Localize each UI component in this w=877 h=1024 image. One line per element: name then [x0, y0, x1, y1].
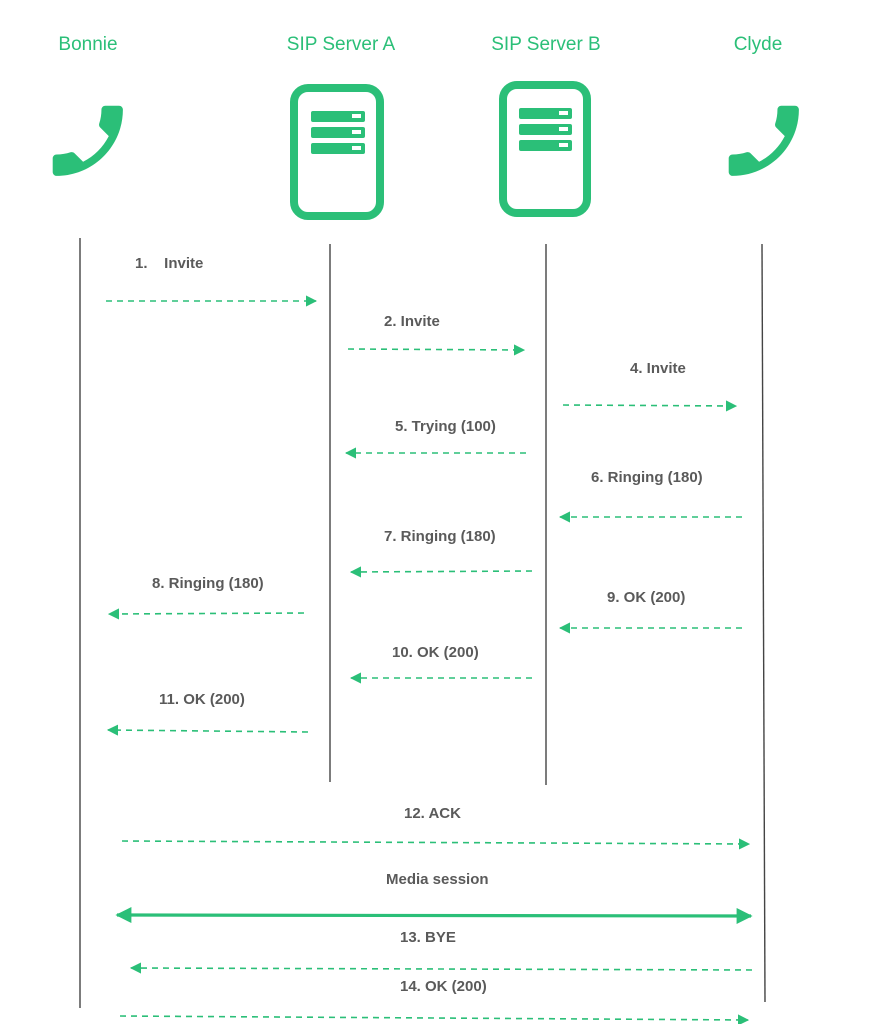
phone-icon	[52, 105, 123, 176]
phone-icon	[728, 105, 799, 176]
server-icon	[290, 84, 384, 220]
message-label-10: 10. OK (200)	[392, 644, 479, 661]
message-label-2: 2. Invite	[384, 313, 440, 330]
message-arrow-7	[349, 566, 533, 578]
message-label-5: 5. Trying (100)	[395, 418, 496, 435]
media-session-arrow	[115, 907, 753, 924]
message-label-8: 8. Ringing (180)	[152, 575, 264, 592]
message-arrow-2	[347, 344, 526, 356]
message-arrow-13	[129, 962, 753, 974]
participant-name-server-a: SIP Server A	[287, 34, 396, 55]
message-arrow-14	[119, 1014, 750, 1024]
message-label-4: 4. Invite	[630, 360, 686, 377]
media-session-label: Media session	[386, 871, 489, 888]
message-arrow-12	[121, 838, 751, 850]
message-arrow-11	[106, 724, 309, 736]
message-label-14: 14. OK (200)	[400, 978, 487, 995]
server-icon	[499, 81, 591, 217]
message-arrow-4	[562, 400, 738, 412]
message-label-12: 12. ACK	[404, 805, 461, 822]
message-label-13: 13. BYE	[400, 929, 456, 946]
lifeline-clyde	[761, 243, 766, 1003]
participant-name-server-b: SIP Server B	[491, 34, 600, 55]
message-label-9: 9. OK (200)	[607, 589, 685, 606]
message-label-11: 11. OK (200)	[159, 691, 245, 708]
message-arrow-8	[107, 608, 305, 620]
participant-name-bonnie: Bonnie	[58, 34, 117, 55]
message-label-6: 6. Ringing (180)	[591, 469, 703, 486]
message-label-7: 7. Ringing (180)	[384, 528, 496, 545]
message-label-1: 1. Invite	[135, 255, 203, 272]
participant-name-clyde: Clyde	[734, 34, 783, 55]
